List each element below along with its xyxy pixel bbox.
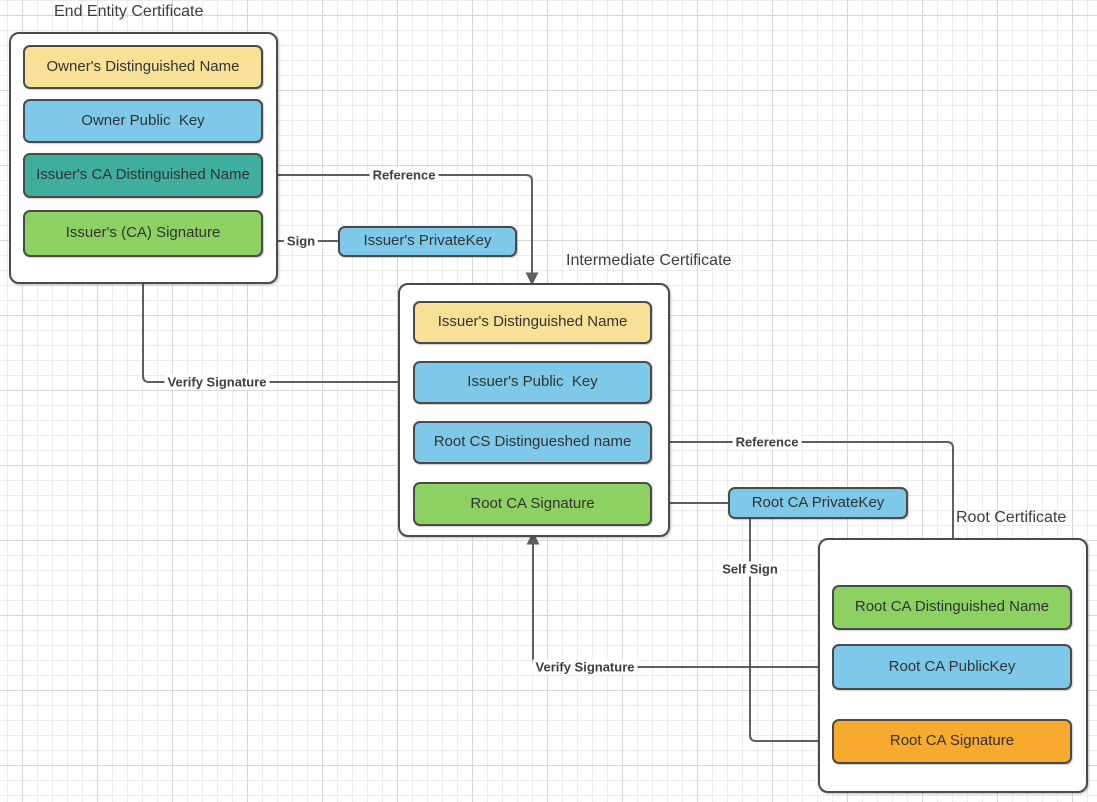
root-ca-signature-root-box[interactable]: Root CA Signature: [832, 719, 1072, 764]
root-cs-distingueshed-name-box[interactable]: Root CS Distingueshed name: [413, 421, 652, 464]
sign-label: Sign: [283, 233, 319, 249]
intermediate-certificate-group[interactable]: Issuer's Distinguished Name Issuer's Pub…: [398, 283, 670, 537]
owner-distinguished-name-box[interactable]: Owner's Distinguished Name: [23, 45, 263, 89]
issuer-private-key-box[interactable]: Issuer's PrivateKey: [338, 226, 517, 257]
root-certificate-group[interactable]: Root CA Distinguished Name Root CA Publi…: [818, 538, 1088, 793]
issuer-distinguished-name-box[interactable]: Issuer's Distinguished Name: [413, 301, 652, 344]
self-sign-arrow: [749, 519, 835, 748]
root-ca-private-key-box[interactable]: Root CA PrivateKey: [728, 487, 908, 519]
issuer-ca-signature-box[interactable]: Issuer's (CA) Signature: [23, 210, 263, 257]
reference-top-label: Reference: [369, 167, 439, 183]
root-ca-distinguished-name-box[interactable]: Root CA Distinguished Name: [832, 585, 1072, 630]
end-entity-certificate-group[interactable]: Owner's Distinguished Name Owner Public …: [9, 32, 278, 284]
reference-arrow-top: [263, 174, 539, 286]
issuer-ca-distinguished-name-box[interactable]: Issuer's CA Distinguished Name: [23, 153, 263, 198]
root-ca-public-key-box[interactable]: Root CA PublicKey: [832, 644, 1072, 690]
verify-signature-left-label: Verify Signature: [164, 374, 270, 390]
reference-right-label: Reference: [732, 434, 802, 450]
intermediate-certificate-title: Intermediate Certificate: [566, 252, 732, 269]
verify-signature-arrow-bottom: [526, 531, 832, 668]
issuer-public-key-box[interactable]: Issuer's Public Key: [413, 361, 652, 404]
owner-public-key-box[interactable]: Owner Public Key: [23, 99, 263, 143]
root-ca-signature-intermediate-box[interactable]: Root CA Signature: [413, 482, 652, 526]
verify-signature-bottom-label: Verify Signature: [532, 659, 638, 675]
verify-signature-arrow-left: [136, 257, 413, 383]
end-entity-certificate-title: End Entity Certificate: [54, 3, 204, 20]
self-sign-label: Self Sign: [719, 561, 781, 577]
root-certificate-title: Root Certificate: [956, 509, 1067, 526]
